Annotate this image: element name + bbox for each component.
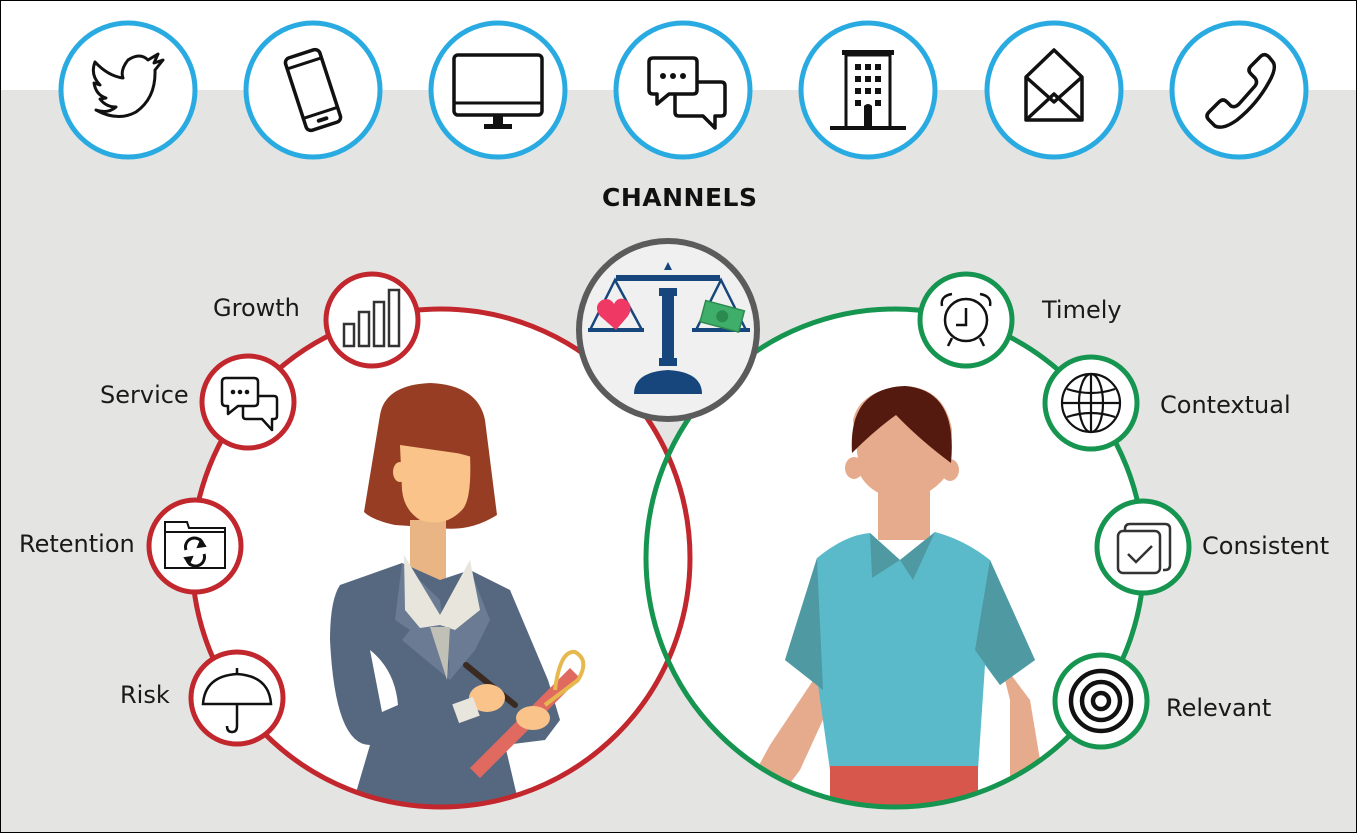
dollar-bill-icon: [699, 299, 746, 334]
customer-label-relevant: Relevant: [1166, 694, 1272, 722]
smartphone-icon: [283, 47, 343, 133]
chat-bubbles-icon: [647, 56, 727, 130]
channel-phone: [1172, 23, 1306, 157]
folder-sync-icon: [164, 521, 226, 569]
twitter-bird-icon: [91, 52, 165, 118]
channel-mobile: [246, 23, 380, 157]
man-figure: [740, 386, 1045, 806]
open-envelope-icon: [1024, 48, 1084, 122]
bar-chart-icon: [342, 288, 401, 348]
business-label-service: Service: [100, 381, 189, 409]
balance-scale-badge: [576, 238, 760, 422]
business-label-risk: Risk: [120, 681, 170, 709]
office-building-icon: [830, 50, 906, 130]
stacked-checkbox-icon: [1116, 522, 1172, 575]
channel-twitter: [61, 23, 195, 157]
channel-desktop: [431, 23, 565, 157]
businesswoman-figure: [330, 383, 586, 806]
alarm-clock-icon: [940, 292, 992, 347]
channels-title: CHANNELS: [602, 183, 758, 212]
heart-icon: [596, 298, 631, 330]
customer-label-consistent: Consistent: [1202, 532, 1330, 560]
umbrella-icon: [201, 668, 273, 734]
business-label-retention: Retention: [19, 530, 135, 558]
business-label-growth: Growth: [213, 294, 300, 322]
business-icons: [146, 271, 421, 747]
monitor-icon: [452, 53, 544, 129]
target-icon: [1068, 668, 1134, 734]
globe-icon: [1060, 372, 1122, 434]
channel-chat: [616, 23, 750, 157]
customer-label-contextual: Contextual: [1160, 391, 1291, 419]
chat-bubbles-icon: [220, 376, 279, 432]
customer-icons: [917, 271, 1192, 750]
channel-email: [987, 23, 1121, 157]
phone-handset-icon: [1205, 52, 1277, 129]
balance-scale-icon: [587, 262, 750, 394]
customer-label-timely: Timely: [1042, 296, 1122, 324]
channel-icons: [58, 20, 1309, 160]
channel-branch: [801, 23, 935, 157]
